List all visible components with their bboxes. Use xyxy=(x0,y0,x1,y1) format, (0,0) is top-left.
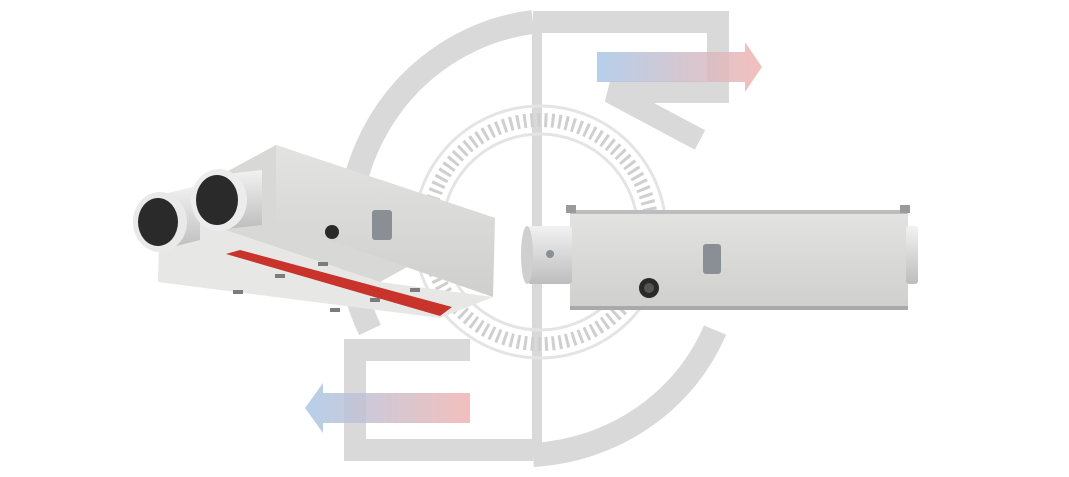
logo-top-bar xyxy=(533,11,729,150)
exhaust-air-arrow xyxy=(305,383,470,433)
control-box xyxy=(703,244,721,274)
ventilation-unit-side xyxy=(521,205,918,310)
drain-port xyxy=(325,225,339,239)
supply-air-arrow xyxy=(597,42,762,92)
bracket xyxy=(566,205,576,213)
duct-left xyxy=(521,226,572,284)
unit-side-body xyxy=(570,210,908,310)
latch xyxy=(370,298,380,302)
duct-right xyxy=(906,226,918,284)
latch xyxy=(410,288,420,292)
ventilation-unit-isometric xyxy=(133,145,495,318)
control-box xyxy=(372,210,392,240)
unit-red-stripe xyxy=(226,250,452,316)
latch xyxy=(318,262,328,266)
duct-rear xyxy=(133,185,200,252)
latch xyxy=(233,290,243,294)
latch xyxy=(330,308,340,312)
logo-lower-arc xyxy=(532,325,727,467)
duct-front xyxy=(191,169,262,231)
latch xyxy=(275,274,285,278)
bracket xyxy=(900,205,910,213)
